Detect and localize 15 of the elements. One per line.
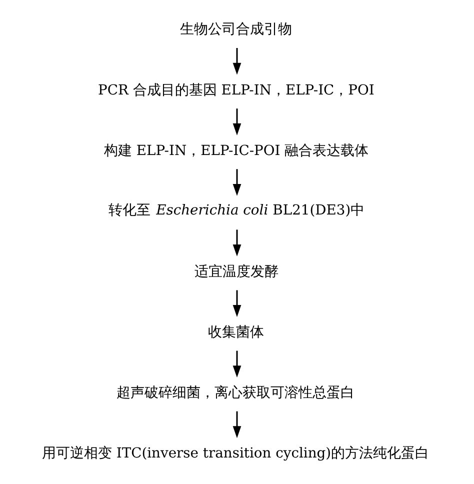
node-text: 构建 ELP-IN，ELP-IC-POI 融合表达载体 [104, 142, 369, 159]
arrow [232, 48, 242, 75]
arrow [232, 350, 242, 378]
arrow [232, 108, 242, 136]
node-text: 收集菌体 [208, 324, 264, 340]
node-text: 适宜温度发酵 [194, 264, 278, 280]
node-text: 转化至 Escherichia coli BL21(DE3)中 [108, 202, 365, 218]
arrow [232, 411, 242, 438]
node-text: 超声破碎细菌，离心获取可溶性总蛋白 [116, 385, 354, 402]
node-text: PCR 合成目的基因 ELP-IN，ELP-IC，POI [98, 82, 374, 98]
node-text: 生物公司合成引物 [180, 22, 292, 38]
arrow [232, 290, 242, 317]
arrow [232, 169, 242, 196]
arrow [232, 230, 242, 256]
node-text: 用可逆相变 ITC(inverse transition cycling)的方法纯化蛋白 [42, 446, 430, 462]
